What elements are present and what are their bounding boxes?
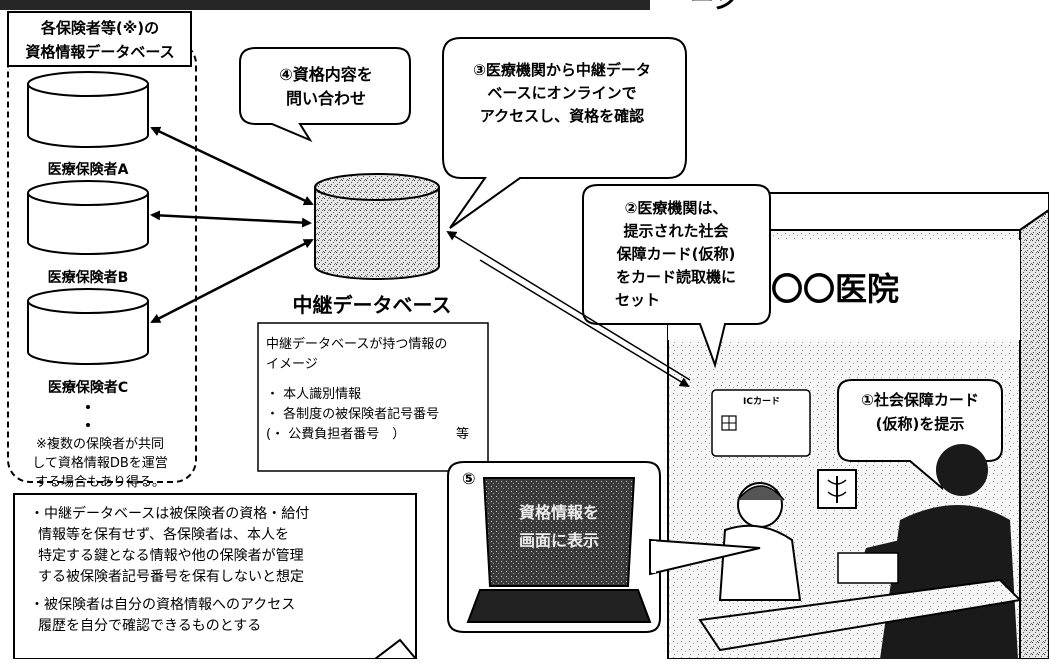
callout-step2: ②医療機関は、 提示された社会 保障カード(仮称) をカード読取機に セット: [582, 184, 771, 369]
callout-step2-line2: 提示された社会: [623, 222, 728, 240]
callout-step2-line3: 保障カード(仮称): [616, 245, 736, 263]
note-2-line2: 履歴を自分で確認できるものとする: [38, 618, 261, 634]
arrow-insurer-b-relay: [150, 210, 312, 228]
receptionist-figure: [718, 482, 802, 601]
arrow-insurer-a-relay: [150, 126, 314, 206]
note-1-line2: 情報等を保有せず、各保険者は、本人を: [38, 526, 289, 543]
callout-step4-line2: 問い合わせ: [286, 89, 366, 108]
group-note-line2: して資格情報DBを運営: [32, 455, 168, 471]
insurer-db-a: 医療保険者A: [27, 71, 149, 178]
relay-info-heading-2: イメージ: [266, 357, 318, 372]
relay-info-item-1: ・ 本人識別情報: [266, 387, 361, 402]
note-2-line1: ・被保険者は自分の資格情報へのアクセス: [30, 597, 295, 613]
callout-step3-line3: アクセスし、資格を確認: [480, 107, 644, 125]
relay-info-box: 中継データベースが持つ情報の イメージ ・ 本人識別情報 ・ 各制度の被保険者記…: [257, 322, 489, 472]
card-reader-device: [837, 552, 899, 584]
title-cropped-strip: [0, 0, 650, 10]
laptop-screen-line1: 資格情報を: [519, 503, 599, 522]
relay-database-icon: [314, 173, 440, 280]
insurer-label-a: 医療保険者A: [48, 161, 129, 178]
caduceus-sign-icon: [817, 469, 857, 509]
clinic-sign: 〇〇医院: [771, 270, 899, 308]
arrow-relay-to-reader: [479, 259, 690, 388]
group-note-line3: する場合もあり得る。: [35, 474, 165, 490]
laptop-icon: 資格情報を 画面に表示: [466, 477, 652, 623]
group-label-line1: 各保険者等(※)の: [40, 19, 159, 37]
callout-step1-line1: ①社会保障カード: [861, 391, 979, 409]
relay-info-item-2: ・ 各制度の被保険者記号番号: [266, 406, 439, 422]
callout-step5-label: ⑤: [462, 469, 476, 488]
reception-desk: [698, 552, 1023, 652]
group-label-line2: 資格情報データベース: [25, 43, 174, 61]
notes-box: ・中継データベースは被保険者の資格・給付 情報等を保有せず、各保険者は、本人を …: [13, 493, 419, 660]
callout-step3: ③医療機関から中継データ ベースにオンラインで アクセスし、資格を確認: [442, 37, 687, 229]
note-1-line1: ・中継データベースは被保険者の資格・給付: [30, 505, 309, 522]
relay-info-etc: 等: [456, 426, 469, 442]
title-fragment: ージ: [690, 0, 738, 14]
callout-step3-line1: ③医療機関から中継データ: [473, 61, 651, 79]
arrow-insurer-c-relay: [150, 238, 314, 324]
insurer-label-c: 医療保険者C: [48, 379, 128, 396]
callout-step2-line5: セット: [615, 291, 660, 309]
insurer-db-group: 各保険者等(※)の 資格情報データベース 医療保険者A 医療保険者B 医療保険者…: [7, 11, 197, 490]
callout-step3-line2: ベースにオンラインで: [487, 84, 636, 102]
relay-info-sub: (・ 公費負担者番号 ）: [266, 427, 405, 442]
ellipsis-dot: [86, 423, 90, 427]
callout-step1-line2: (仮称)を提示: [876, 415, 965, 433]
insurer-label-b: 医療保険者B: [48, 269, 129, 286]
ellipsis-dot: [86, 405, 90, 409]
note-1-line3: 特定する鍵となる情報や他の保険者が管理: [38, 548, 304, 564]
insurer-db-b: 医療保険者B: [27, 180, 149, 286]
callout-step4-line1: ④資格内容を: [279, 65, 373, 84]
ic-card: ICカード: [711, 389, 811, 457]
group-note-line1: ※複数の保険者が共同: [36, 436, 164, 452]
callout-step2-line4: をカード読取機に: [616, 268, 736, 286]
note-1-line4: する被保険者記号番号を保有しないと想定: [38, 568, 304, 585]
callout-step4: ④資格内容を 問い合わせ: [239, 47, 411, 143]
relay-info-heading-1: 中継データベースが持つ情報の: [266, 336, 447, 352]
laptop-screen-line2: 画面に表示: [519, 531, 599, 550]
callout-step2-line1: ②医療機関は、: [625, 199, 728, 217]
arrow-reader-to-relay: [446, 230, 691, 381]
ic-card-label: ICカード: [743, 396, 780, 407]
relay-db-label: 中継データベース: [293, 293, 452, 317]
insurer-db-c: 医療保険者C: [27, 288, 149, 396]
